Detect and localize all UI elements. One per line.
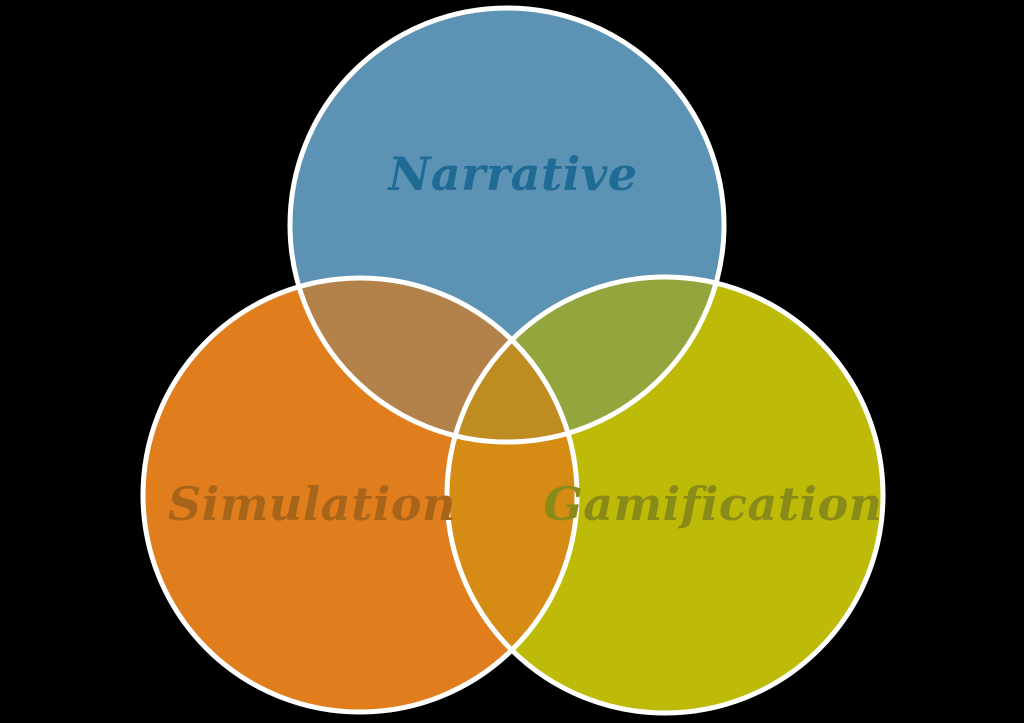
circle-simulation-outline	[140, 275, 580, 715]
set-outlines	[140, 5, 886, 716]
intersection-narrative-gamification[interactable]	[447, 277, 883, 713]
circle-narrative-outline	[287, 5, 727, 445]
circle-gamification-outline	[444, 274, 886, 716]
intersection-narrative-simulation[interactable]	[143, 278, 577, 712]
